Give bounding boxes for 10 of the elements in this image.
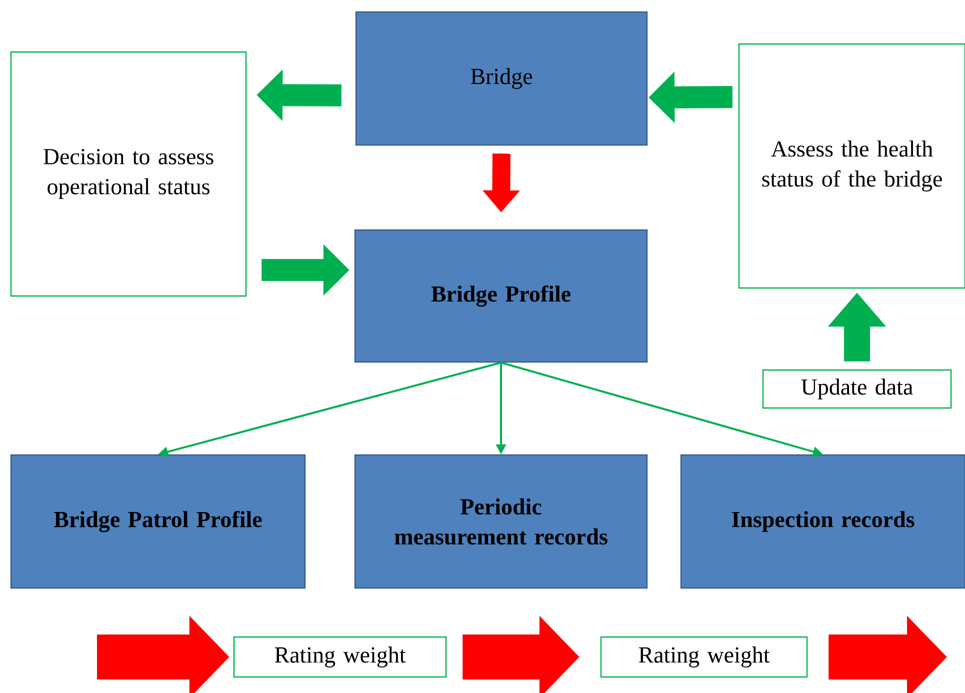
text-box: Rating weight (600, 636, 808, 678)
process-box: Bridge (355, 11, 648, 146)
process-box: Periodic measurement records (354, 454, 648, 589)
text-box: Assess the health status of the bridge (738, 43, 965, 289)
process-box: Inspection records (680, 454, 965, 589)
text-box: Decision to assess operational status (10, 51, 247, 297)
process-box: Bridge Patrol Profile (10, 454, 306, 589)
process-box: Bridge Profile (354, 229, 648, 363)
text-box: Update data (762, 369, 952, 409)
text-box: Rating weight (233, 636, 447, 678)
